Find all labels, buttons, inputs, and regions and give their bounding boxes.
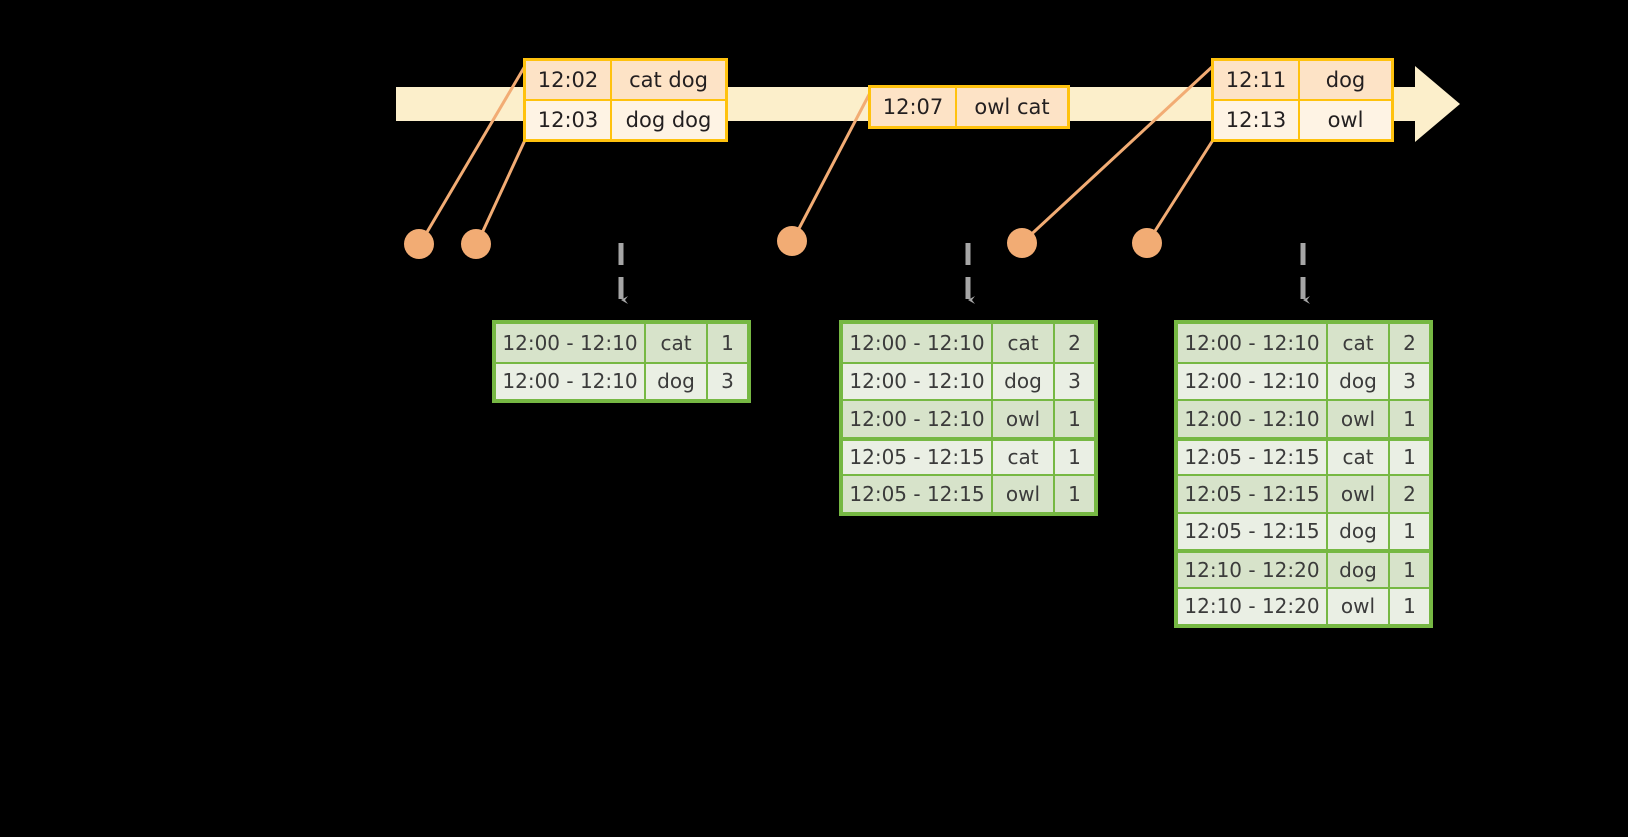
event-time: 12:03 [526, 101, 612, 139]
cell-word: cat [1328, 324, 1390, 362]
connector-line-4 [1021, 64, 1215, 244]
cell-word: cat [993, 440, 1055, 474]
cell-word: dog [1328, 363, 1390, 399]
cell-count: 1 [1055, 401, 1094, 437]
table-row: 12:00 - 12:10 dog 3 [843, 361, 1094, 399]
cell-word: cat [646, 324, 708, 362]
table-row: 12:00 - 12:10 cat 1 [496, 324, 747, 362]
cell-word: dog [1328, 553, 1390, 587]
cell-window: 12:05 - 12:15 [1178, 476, 1328, 512]
marker-dot-1 [404, 229, 434, 259]
cell-window: 12:05 - 12:15 [843, 476, 993, 512]
cell-count: 3 [1390, 363, 1429, 399]
table-row: 12:05 - 12:15 cat 1 [843, 436, 1094, 474]
connector-lines [418, 64, 1215, 245]
table-row: 12:05 - 12:15 owl 2 [1178, 474, 1429, 512]
table-row: 12:00 - 12:10 dog 3 [1178, 361, 1429, 399]
table-row: 12:05 - 12:15 cat 1 [1178, 436, 1429, 474]
event-words: cat dog [612, 61, 725, 99]
connector-line-1 [418, 65, 527, 245]
cell-window: 12:05 - 12:15 [843, 440, 993, 474]
marker-dot-5 [1132, 228, 1162, 258]
table-row: 12:05 - 12:15 dog 1 [1178, 511, 1429, 549]
cell-count: 3 [1055, 363, 1094, 399]
event-words: owl [1300, 101, 1391, 139]
marker-dot-4 [1007, 228, 1037, 258]
cell-window: 12:00 - 12:10 [843, 363, 993, 399]
connector-line-2 [475, 139, 527, 245]
cell-word: dog [646, 363, 708, 399]
event-time: 12:13 [1214, 101, 1300, 139]
event-group-1: 12:02 cat dog 12:03 dog dog [523, 58, 728, 142]
table-row: 12:00 - 12:10 owl 1 [843, 399, 1094, 437]
cell-word: owl [1328, 588, 1390, 624]
cell-count: 1 [1390, 588, 1429, 624]
cell-word: owl [1328, 476, 1390, 512]
cell-count: 3 [708, 363, 747, 399]
cell-word: dog [993, 363, 1055, 399]
cell-count: 2 [1390, 476, 1429, 512]
timeline-markers [404, 226, 1162, 259]
cell-count: 1 [1390, 440, 1429, 474]
result-table-3: 12:00 - 12:10 cat 2 12:00 - 12:10 dog 3 … [1174, 320, 1433, 628]
table-row: 12:00 - 12:10 dog 3 [496, 361, 747, 399]
table-row: 12:00 - 12:10 cat 2 [843, 324, 1094, 362]
event-group-2: 12:07 owl cat [868, 85, 1070, 129]
connector-line-5 [1146, 139, 1215, 243]
marker-dot-2 [461, 229, 491, 259]
cell-count: 2 [1390, 324, 1429, 362]
event-group-3: 12:11 dog 12:13 owl [1211, 58, 1394, 142]
cell-word: owl [1328, 401, 1390, 437]
cell-window: 12:10 - 12:20 [1178, 553, 1328, 587]
cell-window: 12:05 - 12:15 [1178, 440, 1328, 474]
cell-word: dog [1328, 513, 1390, 549]
marker-dot-3 [777, 226, 807, 256]
cell-count: 1 [1055, 476, 1094, 512]
event-row: 12:13 owl [1214, 99, 1391, 139]
event-words: owl cat [957, 88, 1067, 126]
table-row: 12:00 - 12:10 cat 2 [1178, 324, 1429, 362]
event-time: 12:07 [871, 88, 957, 126]
cell-window: 12:00 - 12:10 [843, 324, 993, 362]
cell-window: 12:00 - 12:10 [496, 324, 646, 362]
table-row: 12:00 - 12:10 owl 1 [1178, 399, 1429, 437]
event-time: 12:11 [1214, 61, 1300, 99]
cell-word: owl [993, 401, 1055, 437]
connector-line-3 [791, 88, 874, 241]
cell-window: 12:05 - 12:15 [1178, 513, 1328, 549]
cell-count: 2 [1055, 324, 1094, 362]
cell-word: cat [1328, 440, 1390, 474]
event-words: dog [1300, 61, 1391, 99]
table-row: 12:05 - 12:15 owl 1 [843, 474, 1094, 512]
emit-arrows [618, 243, 1310, 304]
event-row: 12:11 dog [1214, 61, 1391, 99]
cell-window: 12:00 - 12:10 [496, 363, 646, 399]
cell-count: 1 [708, 324, 747, 362]
event-words: dog dog [612, 101, 725, 139]
event-row: 12:07 owl cat [871, 88, 1067, 126]
result-table-2: 12:00 - 12:10 cat 2 12:00 - 12:10 dog 3 … [839, 320, 1098, 516]
result-table-1: 12:00 - 12:10 cat 1 12:00 - 12:10 dog 3 [492, 320, 751, 403]
table-row: 12:10 - 12:20 owl 1 [1178, 586, 1429, 624]
event-row: 12:02 cat dog [526, 61, 725, 99]
cell-count: 1 [1390, 401, 1429, 437]
table-row: 12:10 - 12:20 dog 1 [1178, 549, 1429, 587]
cell-window: 12:10 - 12:20 [1178, 588, 1328, 624]
cell-window: 12:00 - 12:10 [1178, 324, 1328, 362]
cell-window: 12:00 - 12:10 [843, 401, 993, 437]
cell-word: owl [993, 476, 1055, 512]
event-time: 12:02 [526, 61, 612, 99]
event-row: 12:03 dog dog [526, 99, 725, 139]
cell-count: 1 [1390, 553, 1429, 587]
cell-count: 1 [1390, 513, 1429, 549]
cell-count: 1 [1055, 440, 1094, 474]
cell-window: 12:00 - 12:10 [1178, 401, 1328, 437]
cell-word: cat [993, 324, 1055, 362]
cell-window: 12:00 - 12:10 [1178, 363, 1328, 399]
